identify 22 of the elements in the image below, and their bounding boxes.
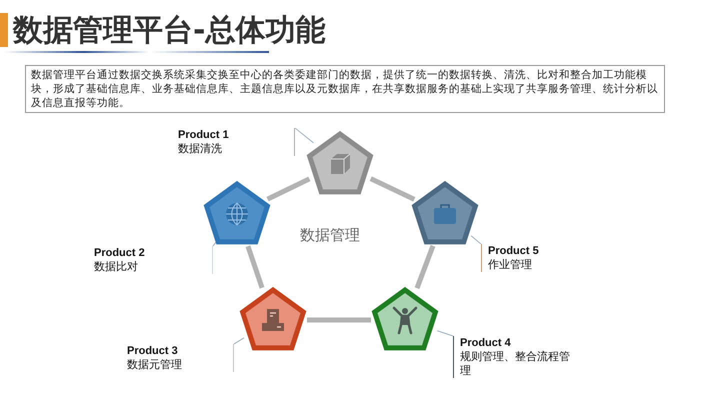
leader-line [234, 337, 244, 344]
product-function: 规则管理、整合流程管理 [460, 350, 570, 378]
product-function: 作业管理 [488, 258, 533, 272]
product-name: Product 2 [94, 246, 146, 260]
center-label: 数据管理 [300, 226, 360, 245]
connector-line [414, 244, 436, 290]
title: 数据管理平台-总体功能 [13, 12, 326, 50]
connector-line [266, 176, 310, 202]
leader-line [294, 128, 314, 144]
product-function: 数据比对 [94, 260, 139, 274]
product-name: Product 3 [127, 344, 179, 358]
connector-line [246, 245, 264, 289]
product-name: Product 5 [488, 244, 540, 258]
product-function: 数据元管理 [127, 358, 183, 372]
description-box: 数据管理平台通过数据交换系统采集交换至中心的各类委建部门的数据，提供了统一的数据转换、清洗、比对和整合加工功能模块，形成了基础信息库、业务基础信息库、主题信息库以及元数据库，在共享数据服务的基础上实现了共享服务管理、统计分析以及信息直报等功能。 [25, 65, 665, 113]
leader-line [436, 330, 454, 336]
product-name: Product 1 [178, 128, 230, 142]
product-function: 数据清洗 [178, 142, 223, 156]
leader-line [470, 235, 482, 244]
connector-line [307, 318, 371, 322]
product-name: Product 4 [460, 336, 512, 350]
connector-line [370, 176, 416, 202]
